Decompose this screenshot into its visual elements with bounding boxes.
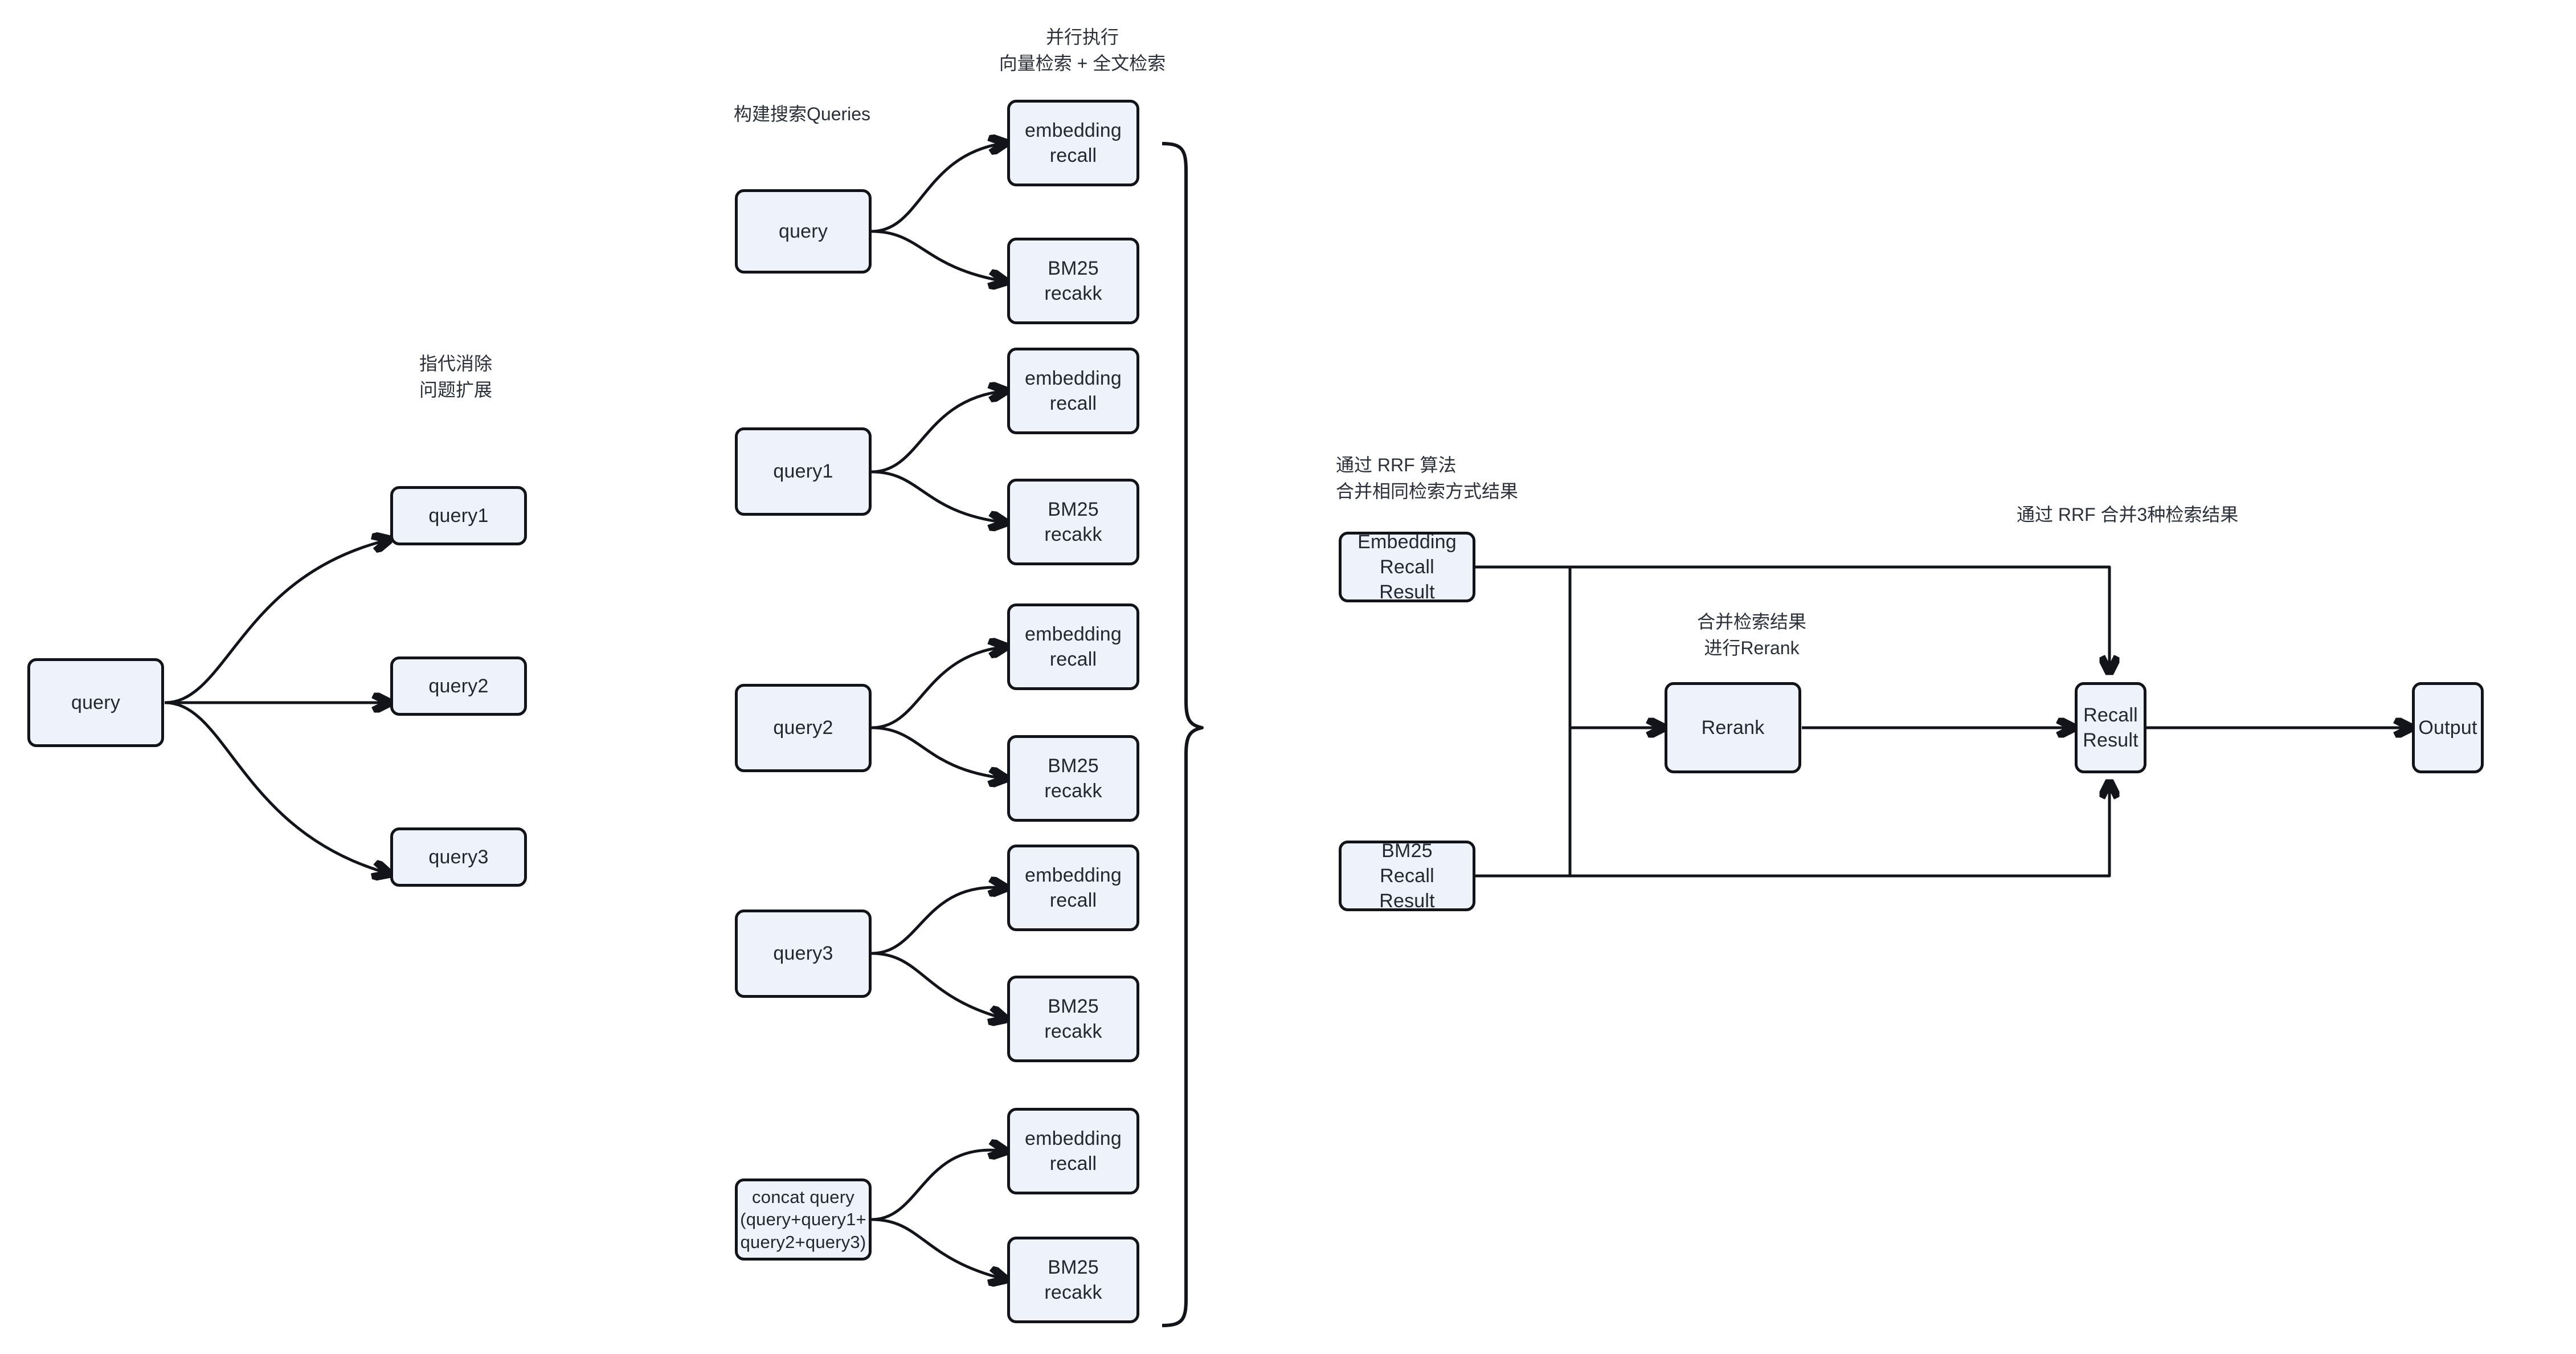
node-query3-expanded[interactable]: query3	[390, 827, 527, 887]
node-bm25-recall-4[interactable]: BM25 recakk	[1007, 1237, 1139, 1323]
node-embedding-recall-3[interactable]: embedding recall	[1007, 845, 1139, 931]
edges-stage3	[1475, 565, 2411, 878]
node-query2-expanded[interactable]: query2	[390, 656, 527, 716]
node-query1-expanded[interactable]: query1	[390, 486, 527, 545]
caption-merge-rerank: 合并检索结果 进行Rerank	[1696, 611, 1806, 659]
node-recall-result[interactable]: Recall Result	[2075, 682, 2146, 773]
edges-stage2-group-3	[871, 887, 1005, 1019]
node-output[interactable]: Output	[2412, 682, 2484, 773]
node-stage2-source-query3[interactable]: query3	[735, 910, 872, 998]
edges-stage2-group-4	[871, 1150, 1005, 1279]
node-query-source[interactable]: query	[27, 658, 164, 747]
node-stage2-source-concat-query[interactable]: concat query (query+query1+ query2+query…	[735, 1178, 872, 1261]
caption-rrf-three: 通过 RRF 合并3种检索结果	[2017, 504, 2239, 525]
node-bm25-recall-1[interactable]: BM25 recakk	[1007, 479, 1139, 565]
node-stage2-source-query[interactable]: query	[735, 189, 872, 274]
edges-stage2-group-0	[871, 143, 1005, 282]
caption-query-rewrite: 指代消除 问题扩展	[419, 353, 492, 401]
edges-stage2-group-2	[871, 647, 1005, 778]
node-bm25-recall-0[interactable]: BM25 recakk	[1007, 238, 1139, 324]
node-bm25-recall-2[interactable]: BM25 recakk	[1007, 735, 1139, 822]
node-embedding-recall-2[interactable]: embedding recall	[1007, 603, 1139, 690]
node-embedding-recall-0[interactable]: embedding recall	[1007, 100, 1139, 186]
node-embedding-recall-result[interactable]: Embedding Recall Result	[1339, 531, 1475, 603]
node-stage2-source-query1[interactable]: query1	[735, 427, 872, 516]
edges-stage2-group-1	[871, 391, 1005, 523]
node-stage2-source-query2[interactable]: query2	[735, 684, 872, 772]
node-embedding-recall-4[interactable]: embedding recall	[1007, 1108, 1139, 1194]
caption-parallel-exec: 并行执行 向量检索 + 全文检索	[999, 27, 1166, 74]
caption-build-queries: 构建搜索Queries	[734, 104, 871, 124]
caption-rrf-same-type: 通过 RRF 算法 合并相同检索方式结果	[1336, 455, 1519, 502]
recall-group-brace	[1162, 142, 1204, 1327]
node-bm25-recall-3[interactable]: BM25 recakk	[1007, 976, 1139, 1062]
node-rerank[interactable]: Rerank	[1665, 682, 1801, 773]
node-embedding-recall-1[interactable]: embedding recall	[1007, 348, 1139, 434]
edges-stage1	[164, 540, 389, 874]
node-bm25-recall-result[interactable]: BM25 Recall Result	[1339, 840, 1475, 912]
